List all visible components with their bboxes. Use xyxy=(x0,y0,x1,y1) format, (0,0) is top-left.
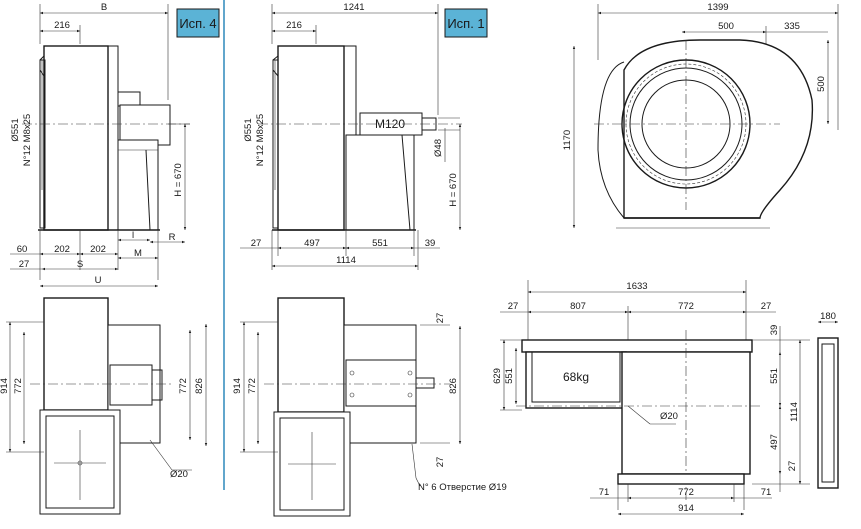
hole-d20-right: Ø20 xyxy=(660,411,678,422)
badge-isp1 xyxy=(444,8,488,38)
dim-914-mid: 914 xyxy=(232,378,243,394)
dim-551b-right: 551 xyxy=(769,368,780,384)
dim-bolts-left: N°12 M8x25 xyxy=(22,114,33,166)
dim-1241: 1241 xyxy=(343,2,364,13)
left-top-view: Исп. 4 B 216 Ø551 N°12 M8x25 H = 670 xyxy=(10,2,220,288)
dim-551-mid: 551 xyxy=(372,238,388,249)
left-bottom-view: 914 772 772 826 Ø20 xyxy=(0,297,208,515)
dim-39-mid: 39 xyxy=(425,238,436,249)
dim-216: 216 xyxy=(54,20,70,31)
dim-H-left: H = 670 xyxy=(173,163,184,197)
dim-914-right: 914 xyxy=(678,503,694,514)
dim-772a-left: 772 xyxy=(13,378,24,394)
dim-27c-right: 27 xyxy=(787,461,798,472)
dim-27b-right: 27 xyxy=(761,301,772,312)
dim-S: S xyxy=(77,259,83,270)
dim-27-left: 27 xyxy=(19,259,30,270)
dim-1399: 1399 xyxy=(707,2,728,13)
dim-826-left: 826 xyxy=(194,378,205,394)
hole-d20-left: Ø20 xyxy=(170,469,188,480)
dim-772b-left: 772 xyxy=(178,378,189,394)
dim-500a: 500 xyxy=(718,21,734,32)
dim-772b-right: 772 xyxy=(678,487,694,498)
dim-335: 335 xyxy=(784,21,800,32)
dim-826-mid: 826 xyxy=(448,378,459,394)
dim-d48: Ø48 xyxy=(433,139,444,157)
dim-1633: 1633 xyxy=(626,281,647,292)
dim-914-left: 914 xyxy=(0,378,10,394)
dim-1114-right: 1114 xyxy=(789,402,800,422)
dim-772-mid: 772 xyxy=(247,378,258,394)
dim-202b: 202 xyxy=(90,244,106,255)
dim-27-mid: 27 xyxy=(251,238,262,249)
holes-label: N° 6 Отверстие Ø19 xyxy=(418,482,507,493)
badge-isp1-label: Исп. 1 xyxy=(447,16,484,31)
dim-60: 60 xyxy=(17,244,28,255)
dim-202a: 202 xyxy=(54,244,70,255)
badge-isp4-label: Исп. 4 xyxy=(179,16,216,31)
dim-d551-mid: Ø551 xyxy=(243,118,254,141)
dim-772-right: 772 xyxy=(678,301,694,312)
middle-bottom-view: 914 772 826 27 27 N° 6 Отверстие Ø19 xyxy=(232,297,507,517)
dim-551-right: 551 xyxy=(504,368,515,384)
badge-isp4 xyxy=(176,8,220,38)
dim-500b: 500 xyxy=(816,76,827,92)
middle-top-view: Исп. 1 1241 216 M120 Ø551 N°12 M8x25 Ø48… xyxy=(240,2,488,270)
dim-27a-mid: 27 xyxy=(435,313,446,324)
dim-71b-right: 71 xyxy=(761,487,772,498)
dim-497-right: 497 xyxy=(769,434,780,450)
dim-1114-mid: 1114 xyxy=(336,255,356,266)
dim-l: l xyxy=(132,230,134,241)
dim-d551-left: Ø551 xyxy=(10,118,21,141)
dim-bolts-mid: N°12 M8x25 xyxy=(255,114,266,166)
dim-27b-mid: 27 xyxy=(435,457,446,468)
dim-216-mid: 216 xyxy=(286,20,302,31)
dim-39-right: 39 xyxy=(769,325,780,336)
dim-U: U xyxy=(95,275,102,286)
right-top-view: 1399 500 335 1170 500 xyxy=(562,2,839,229)
mass-label: 68kg xyxy=(563,370,589,384)
dim-1170: 1170 xyxy=(562,130,573,150)
right-bottom-view: 1633 27 807 772 27 68kg 629 551 39 551 4… xyxy=(492,280,839,516)
dim-629: 629 xyxy=(492,368,503,384)
dim-B: B xyxy=(101,2,107,13)
dim-180: 180 xyxy=(820,311,836,322)
dim-M: M xyxy=(134,248,142,259)
dim-R: R xyxy=(169,232,176,243)
dim-H-mid: H = 670 xyxy=(448,173,459,207)
dim-71a: 71 xyxy=(599,487,610,498)
dim-497-mid: 497 xyxy=(304,238,320,249)
dim-27a-right: 27 xyxy=(508,301,519,312)
dim-807: 807 xyxy=(570,301,586,312)
